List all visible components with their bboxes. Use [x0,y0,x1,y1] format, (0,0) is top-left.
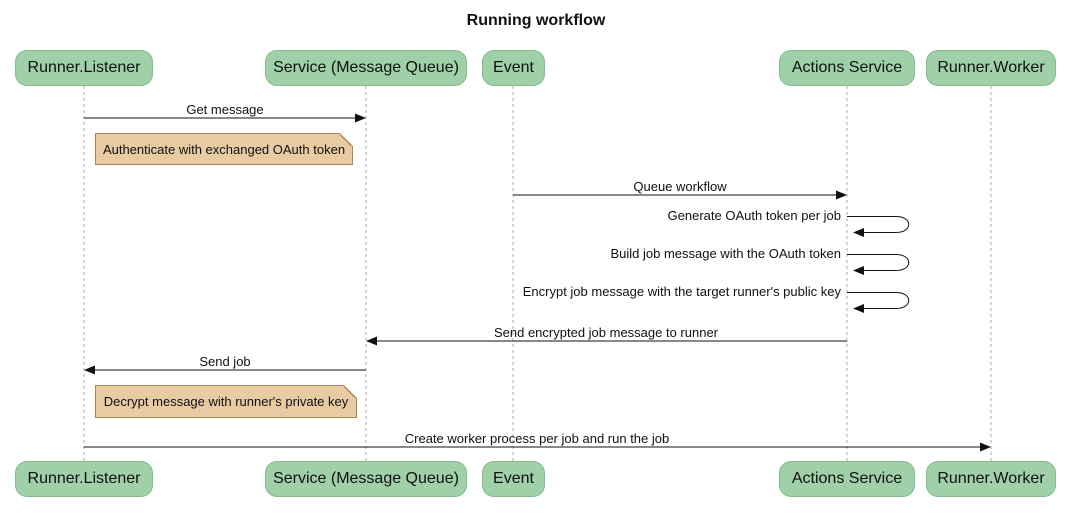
note-fold-icon [340,133,353,146]
note-authenticate-oauth: Authenticate with exchanged OAuth token [95,133,353,165]
arrowhead-create-worker [980,442,991,452]
diagram-title: Running workflow [466,12,606,29]
message-label-generate-oauth-token: Generate OAuth token per job [667,208,841,223]
arrowhead-build-job-message [853,266,864,275]
message-label-build-job-message: Build job message with the OAuth token [610,246,841,261]
note-fold-icon [344,385,357,398]
message-label-encrypt-job-message: Encrypt job message with the target runn… [522,284,841,299]
note-decrypt-private-key: Decrypt message with runner's private ke… [95,385,357,418]
participant-event-top: Event [482,50,545,86]
self-loop-generate-oauth-token [847,216,910,233]
participant-event-bottom: Event [482,461,545,497]
self-loop-encrypt-job-message [847,292,910,309]
self-loop-build-job-message [847,254,910,271]
arrowhead-queue-workflow [836,190,847,200]
message-label-queue-workflow: Queue workflow [633,179,727,194]
participant-service-message-queue-top: Service (Message Queue) [265,50,467,86]
participant-service-message-queue-bottom: Service (Message Queue) [265,461,467,497]
message-label-create-worker: Create worker process per job and run th… [404,431,670,446]
arrowhead-generate-oauth-token [853,228,864,237]
participant-runner-listener-top: Runner.Listener [15,50,153,86]
arrowhead-get-message [355,113,366,123]
note-decrypt-private-key-text: Decrypt message with runner's private ke… [103,394,349,409]
message-label-send-job: Send job [199,354,251,369]
arrowhead-encrypt-job-message [853,304,864,313]
participant-runner-listener-bottom: Runner.Listener [15,461,153,497]
note-authenticate-oauth-text: Authenticate with exchanged OAuth token [102,141,346,157]
participant-actions-service-top: Actions Service [779,50,915,86]
participant-runner-worker-top: Runner.Worker [926,50,1056,86]
participant-runner-worker-bottom: Runner.Worker [926,461,1056,497]
participant-actions-service-bottom: Actions Service [779,461,915,497]
arrowhead-send-encrypted-job [366,336,377,346]
arrowhead-send-job [84,365,95,375]
message-label-get-message: Get message [186,102,264,117]
message-label-send-encrypted-job: Send encrypted job message to runner [493,325,719,340]
